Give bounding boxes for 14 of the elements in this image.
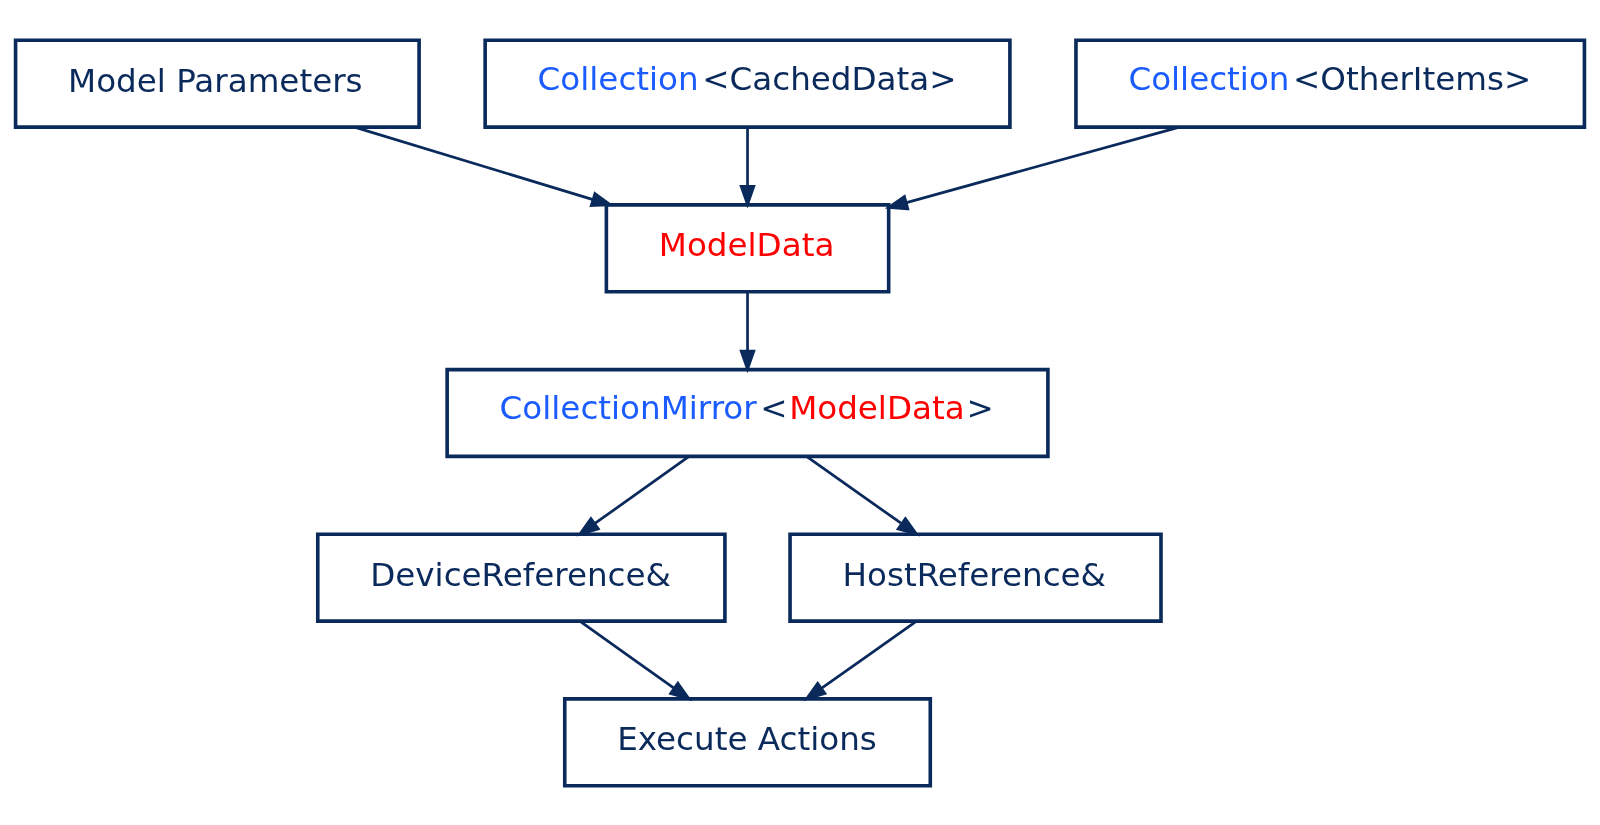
node-box: Model Parameters <box>13 37 421 129</box>
arrow <box>739 127 756 209</box>
node-box: CollectionMirror<ModelData> <box>445 367 1050 458</box>
arrow <box>354 125 615 207</box>
node-box: Execute Actions <box>562 696 933 788</box>
node-box: Collection<CachedData> <box>483 37 1012 129</box>
arrow <box>739 291 756 373</box>
node-box: ModelData <box>604 202 891 294</box>
arrow <box>576 455 690 537</box>
arrow <box>806 455 920 537</box>
node-box: Collection<OtherItems> <box>1074 37 1587 129</box>
node-box: DeviceReference& <box>315 531 727 623</box>
node-box: HostReference& <box>788 531 1163 623</box>
arrow <box>884 125 1180 210</box>
